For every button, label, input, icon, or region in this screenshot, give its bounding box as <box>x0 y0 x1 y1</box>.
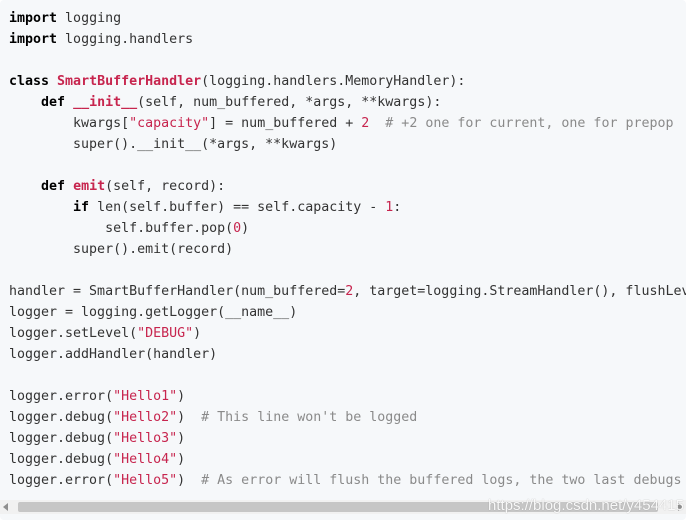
code-line <box>9 365 686 386</box>
code-token-number: 0 <box>233 221 242 236</box>
code-token-code-text: : <box>393 200 402 215</box>
code-token-string: "DEBUG" <box>137 326 194 341</box>
code-token-keyword: if <box>73 200 90 215</box>
code-token-code-text: len(self.buffer) == self.capacity - <box>89 200 386 215</box>
code-token-code-text: super().emit(record) <box>9 242 234 257</box>
code-line: logger.addHandler(handler) <box>9 344 686 365</box>
code-line: super().__init__(*args, **kwargs) <box>9 134 686 155</box>
code-token-code-text: ) <box>193 326 202 341</box>
code-token-code-text: logging.handlers <box>57 32 194 47</box>
code-token-code-text <box>65 179 73 194</box>
code-token-string: "Hello2" <box>113 410 178 425</box>
scrollbar-thumb[interactable] <box>18 502 658 512</box>
scroll-left-arrow-icon[interactable] <box>3 503 8 511</box>
code-token-code-text: logger = logging.getLogger(__name__) <box>9 305 298 320</box>
code-line: logger.debug("Hello4") <box>9 449 686 470</box>
code-line: super().emit(record) <box>9 239 686 260</box>
code-line: logger.error("Hello1") <box>9 386 686 407</box>
code-token-code-text <box>369 116 385 131</box>
code-token-code-text: , target=logging.StreamHandler(), flushL… <box>353 284 686 299</box>
code-token-code-text: logger.setLevel( <box>9 326 138 341</box>
code-token-code-text: (self, num_buffered, *args, **kwargs): <box>137 95 442 110</box>
code-line <box>9 260 686 281</box>
code-token-string: "capacity" <box>129 116 210 131</box>
code-token-keyword: def <box>41 179 66 194</box>
code-token-identifier: emit <box>73 179 106 194</box>
code-token-keyword: def <box>41 95 66 110</box>
code-token-code-text: logging <box>57 11 122 26</box>
code-token-code-text: ) <box>177 410 202 425</box>
code-token-code-text: (self, record): <box>105 179 226 194</box>
code-token-code-text: logger.debug( <box>9 410 114 425</box>
code-token-string: "Hello4" <box>113 452 178 467</box>
code-line: kwargs["capacity"] = num_buffered + 2 # … <box>9 113 686 134</box>
code-token-code-text: ] = num_buffered + <box>209 116 362 131</box>
code-token-keyword: import <box>9 32 58 47</box>
code-line: if len(self.buffer) == self.capacity - 1… <box>9 197 686 218</box>
watermark: https://blog.csdn.net/y454415 <box>488 497 684 514</box>
code-token-string: "Hello5" <box>113 473 178 488</box>
code-token-code-text: logger.error( <box>9 473 114 488</box>
code-token-identifier: SmartBufferHandler <box>57 74 202 89</box>
code-token-number: 2 <box>345 284 354 299</box>
code-token-code-text: kwargs[ <box>9 116 130 131</box>
horizontal-scrollbar[interactable] <box>0 500 686 514</box>
code-token-code-text: ) <box>177 473 202 488</box>
code-line: logger = logging.getLogger(__name__) <box>9 302 686 323</box>
code-line <box>9 155 686 176</box>
code-line: import logging.handlers <box>9 29 686 50</box>
code-token-code-text: logger.error( <box>9 389 114 404</box>
code-token-code-text: ) <box>241 221 250 236</box>
code-line: logger.error("Hello5") # As error will f… <box>9 470 686 491</box>
code-line: logger.debug("Hello3") <box>9 428 686 449</box>
code-line: self.buffer.pop(0) <box>9 218 686 239</box>
code-token-number: 2 <box>361 116 370 131</box>
code-token-code-text: logger.addHandler(handler) <box>9 347 218 362</box>
code-token-code-text <box>65 95 73 110</box>
code-token-identifier: __init__ <box>73 95 138 110</box>
code-token-code-text <box>9 200 73 215</box>
code-token-code-text: logger.debug( <box>9 431 114 446</box>
code-token-comment: # This line won't be logged <box>201 410 418 425</box>
code-token-code-text: ) <box>177 452 186 467</box>
code-token-comment: # As error will flush the buffered logs,… <box>201 473 686 488</box>
code-line: import logging <box>9 8 686 29</box>
code-line: def emit(self, record): <box>9 176 686 197</box>
code-line <box>9 50 686 71</box>
code-token-code-text: ) <box>177 389 186 404</box>
code-token-string: "Hello3" <box>113 431 178 446</box>
code-token-keyword: import <box>9 11 58 26</box>
code-token-code-text <box>49 74 57 89</box>
scroll-right-arrow-icon[interactable] <box>678 503 683 511</box>
code-token-number: 1 <box>385 200 394 215</box>
code-line: def __init__(self, num_buffered, *args, … <box>9 92 686 113</box>
code-line: logger.debug("Hello2") # This line won't… <box>9 407 686 428</box>
code-token-code-text: self.buffer.pop( <box>9 221 234 236</box>
code-token-comment: # +2 one for current, one for prepop <box>385 116 674 131</box>
code-token-code-text <box>9 95 41 110</box>
code-token-keyword: class <box>9 74 50 89</box>
code-line: logger.setLevel("DEBUG") <box>9 323 686 344</box>
code-token-code-text: ) <box>177 431 186 446</box>
code-token-code-text: super().__init__(*args, **kwargs) <box>9 137 338 152</box>
code-line: handler = SmartBufferHandler(num_buffere… <box>9 281 686 302</box>
code-token-string: "Hello1" <box>113 389 178 404</box>
code-token-code-text: handler = SmartBufferHandler(num_buffere… <box>9 284 346 299</box>
code-token-code-text: (logging.handlers.MemoryHandler): <box>201 74 466 89</box>
code-line: class SmartBufferHandler(logging.handler… <box>9 71 686 92</box>
code-token-code-text <box>9 179 41 194</box>
code-token-code-text: logger.debug( <box>9 452 114 467</box>
